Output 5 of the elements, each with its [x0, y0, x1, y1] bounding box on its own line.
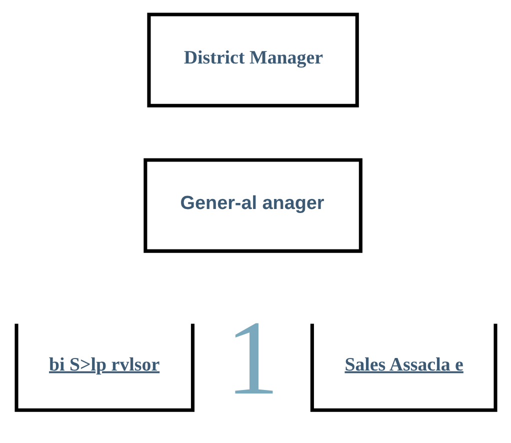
node-text: Sales Assacla e — [344, 354, 463, 376]
label: 1 — [225, 300, 279, 418]
node-box: Gener-al anager — [143, 158, 362, 253]
node-text: bi S>lp rvlsor — [48, 354, 160, 376]
node-box: District Manager — [146, 12, 358, 108]
